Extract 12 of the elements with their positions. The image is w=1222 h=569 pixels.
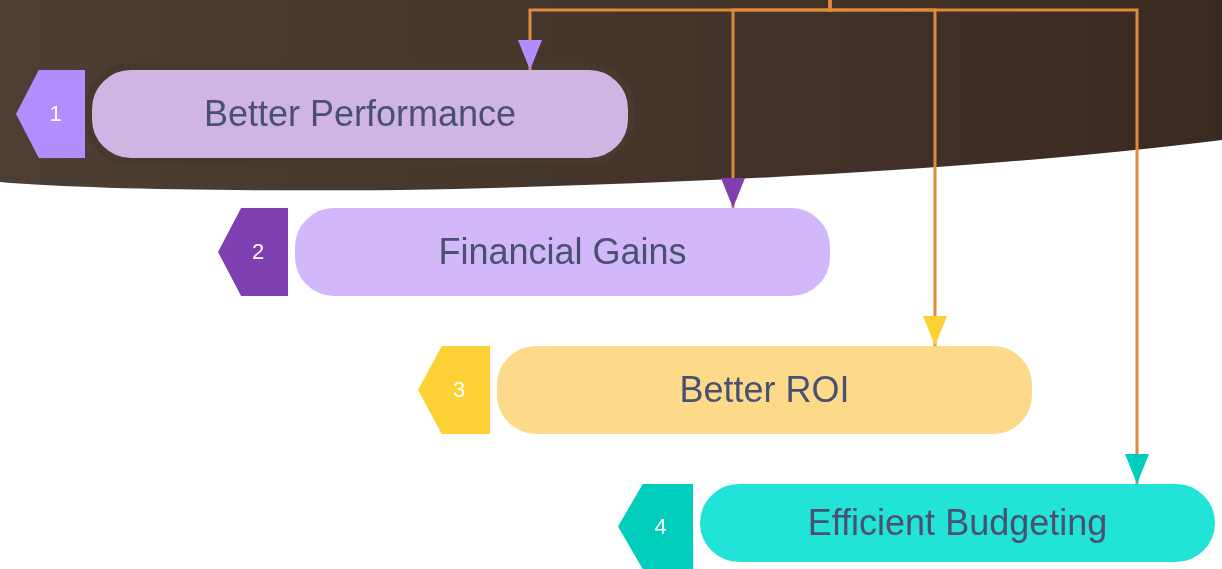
pill-label: Better Performance (203, 93, 517, 135)
arrow (828, 0, 1149, 484)
number-tab (218, 208, 288, 296)
step-number: 4 (654, 513, 667, 540)
step-number: 3 (452, 377, 466, 403)
pill-label: Better ROI (679, 369, 850, 411)
step-number: 2 (251, 239, 265, 265)
pill-label: Efficient Budgeting (807, 502, 1108, 544)
number-tab (418, 346, 490, 434)
step-number: 1 (49, 101, 62, 127)
pill-label: Financial Gains (438, 231, 687, 273)
number-tab (618, 484, 693, 569)
